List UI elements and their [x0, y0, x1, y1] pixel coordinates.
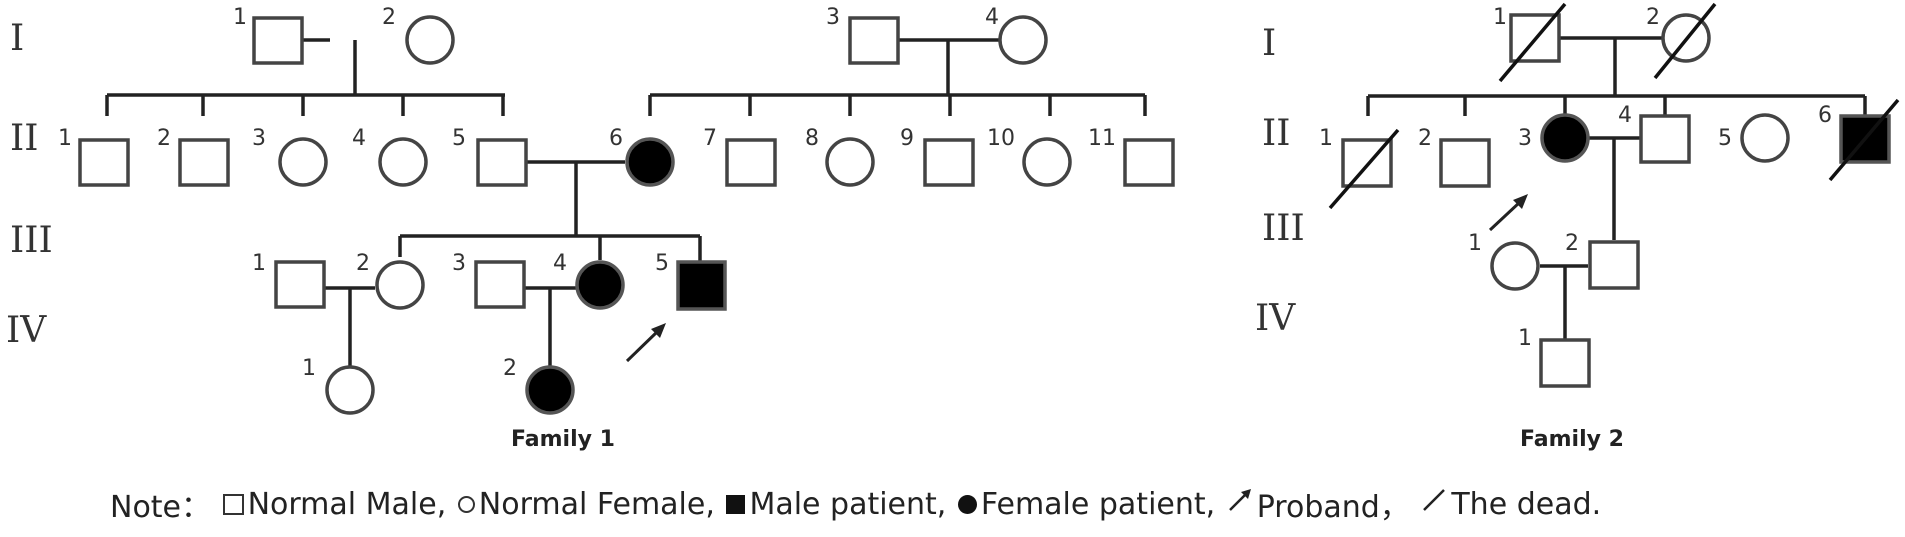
proband-arrow [1488, 194, 1528, 232]
individual-number: 1 [1319, 126, 1333, 151]
individual-number: 1 [1468, 231, 1482, 256]
individual-number: 1 [302, 356, 316, 381]
individual-number: 1 [58, 126, 72, 151]
individual-number: 10 [987, 126, 1015, 151]
male-normal [1123, 138, 1175, 187]
legend-note: Note： Normal Male, Normal Female, Male p… [110, 482, 1870, 526]
note-male-patient: Male patient, [749, 486, 947, 522]
female-normal [405, 15, 455, 65]
male-normal [725, 138, 777, 187]
individual-number: 6 [609, 126, 623, 151]
deceased-slash [1653, 2, 1717, 80]
male-normal [274, 260, 326, 309]
male-normal [1439, 138, 1491, 188]
note-proband: Proband， [1256, 490, 1410, 525]
note-normal-male: Normal Male, [247, 486, 447, 522]
individual-number: 6 [1818, 103, 1832, 128]
female-normal [1490, 241, 1540, 291]
note-prefix: Note： [110, 490, 212, 525]
male-patient-symbol [726, 494, 746, 514]
family-caption: Family 2 [1520, 427, 1624, 452]
generation-label: I [1262, 23, 1276, 64]
individual-number: 7 [703, 126, 717, 151]
family-2-connectors [1366, 36, 1867, 340]
deceased-slash-icon [1423, 488, 1446, 511]
individual-number: 4 [352, 126, 366, 151]
individual-number: 2 [382, 5, 396, 30]
female-normal [1740, 113, 1790, 163]
female-normal [375, 260, 425, 310]
generation-label: II [10, 118, 38, 159]
female-normal [998, 15, 1048, 65]
generation-label: III [1262, 208, 1305, 249]
individual-number: 3 [452, 251, 466, 276]
male-normal [1588, 240, 1640, 290]
deceased-slash [1828, 98, 1900, 182]
individual-number: 9 [900, 126, 914, 151]
generation-label: IV [1255, 298, 1296, 339]
generation-label: IV [6, 310, 47, 351]
individual-number: 2 [1418, 126, 1432, 151]
individual-number: 4 [553, 251, 567, 276]
male-normal [474, 260, 526, 309]
male-normal [78, 138, 130, 187]
generation-label: II [1262, 113, 1290, 154]
individual-number: 5 [1718, 126, 1732, 151]
individual-number: 2 [356, 251, 370, 276]
male-normal [848, 16, 900, 65]
individual-number: 2 [157, 126, 171, 151]
family-caption: Family 1 [511, 427, 615, 452]
female-normal [325, 365, 375, 415]
normal-male-symbol [222, 493, 244, 515]
note-dead: The dead. [1451, 486, 1602, 522]
generation-label: I [10, 18, 24, 59]
proband-arrow-icon [1228, 488, 1251, 511]
female-patient [1540, 113, 1590, 163]
male-normal [252, 16, 304, 65]
female-patient [525, 365, 575, 415]
female-normal [378, 137, 428, 187]
family-1: 1 2 3 4 1 2 3 4 5 6 7 8 9 10 11 1 2 [58, 5, 1175, 452]
individual-number: 3 [826, 5, 840, 30]
generation-label: III [10, 220, 53, 261]
female-normal [278, 137, 328, 187]
individual-number: 8 [805, 126, 819, 151]
male-normal [476, 138, 528, 187]
deceased-slash [1328, 128, 1400, 210]
male-normal [923, 138, 975, 187]
individual-number: 2 [1565, 231, 1579, 256]
male-patient [676, 260, 727, 311]
individual-number: 1 [1493, 5, 1507, 30]
proband-arrow [625, 323, 666, 363]
male-normal [1539, 338, 1591, 388]
female-normal [1022, 137, 1072, 187]
male-patient [1839, 114, 1891, 164]
normal-female-symbol [457, 495, 475, 513]
individual-number: 1 [252, 251, 266, 276]
individual-number: 4 [985, 5, 999, 30]
male-normal [178, 138, 230, 187]
individual-number: 3 [1518, 126, 1532, 151]
female-patient [625, 137, 675, 187]
note-normal-female: Normal Female, [478, 486, 715, 522]
note-female-patient: Female patient, [980, 486, 1216, 522]
individual-number: 4 [1618, 103, 1632, 128]
family-1-connectors [105, 38, 1147, 368]
individual-number: 5 [655, 251, 669, 276]
female-normal [825, 137, 875, 187]
individual-number: 1 [233, 5, 247, 30]
female-patient [575, 260, 625, 310]
individual-number: 2 [503, 356, 517, 381]
male-normal [1639, 114, 1691, 164]
individual-number: 3 [252, 126, 266, 151]
individual-number: 11 [1088, 126, 1116, 151]
individual-number: 1 [1518, 326, 1532, 351]
individual-number: 2 [1646, 5, 1660, 30]
female-patient-symbol [957, 494, 977, 514]
deceased-slash [1498, 2, 1567, 83]
individual-number: 5 [452, 126, 466, 151]
family-2: 1 2 1 2 3 4 5 6 1 2 1 Family 2 [1319, 2, 1900, 452]
